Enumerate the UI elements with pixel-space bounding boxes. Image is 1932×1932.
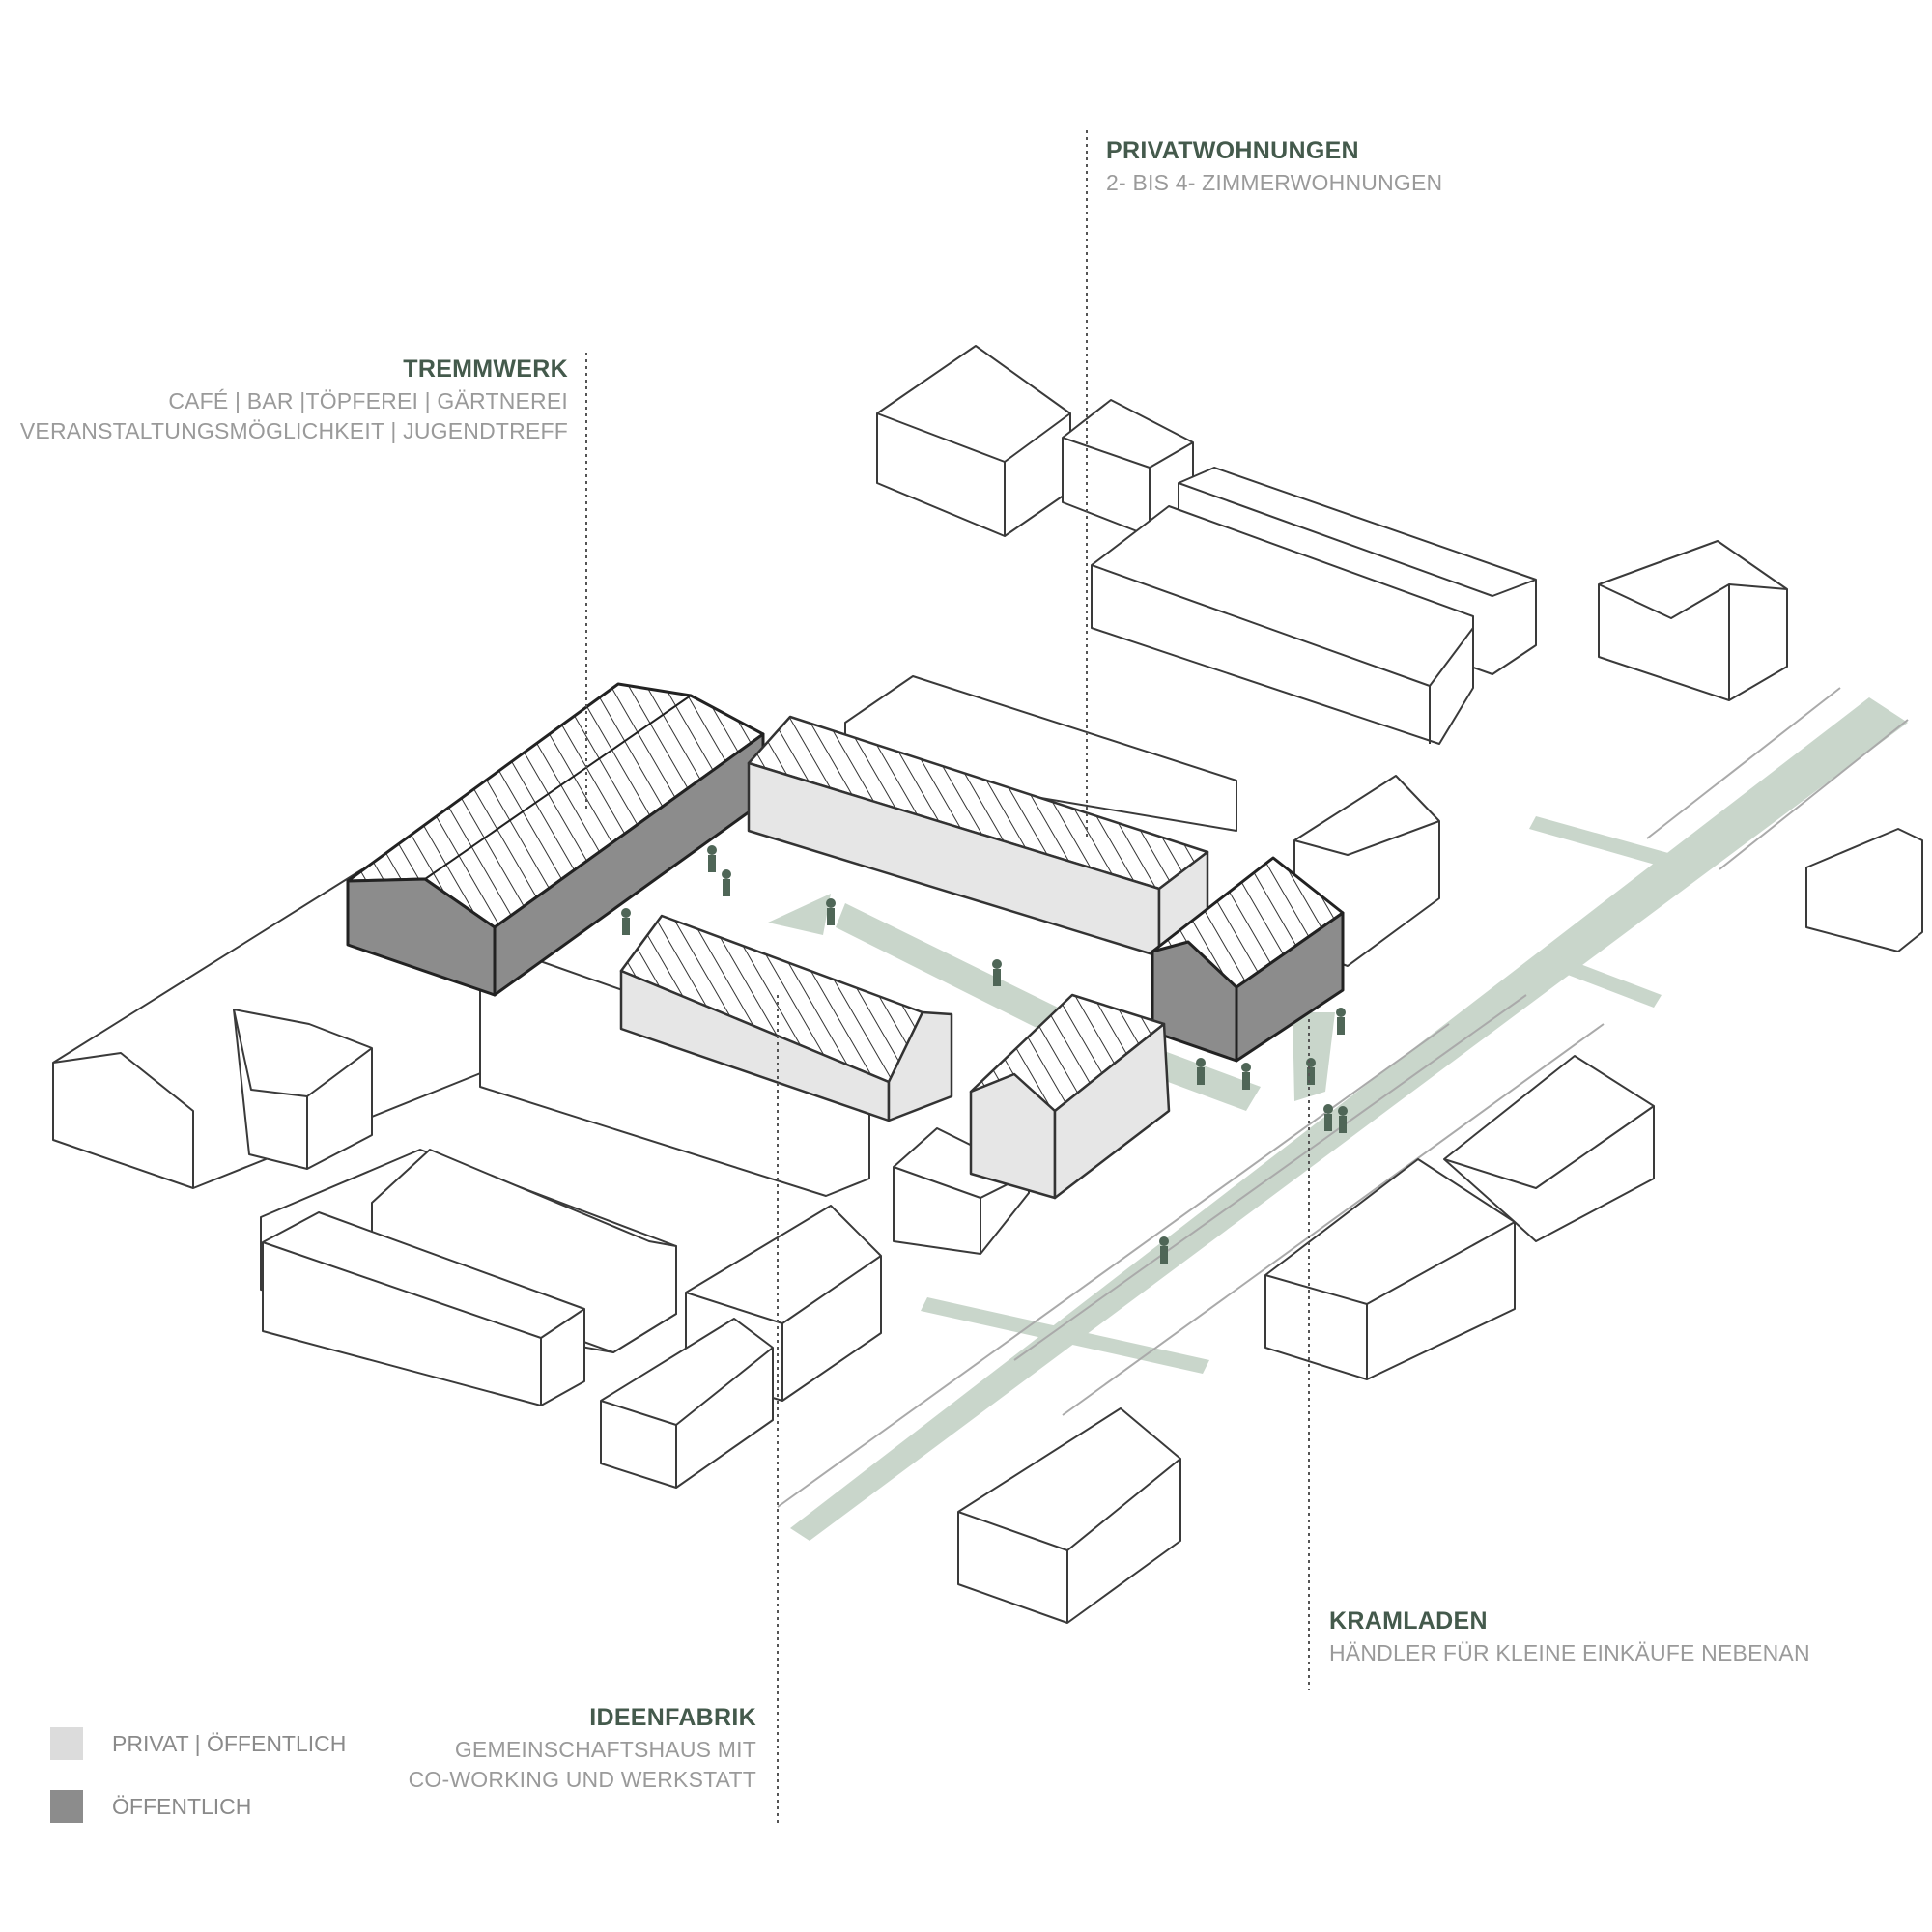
label-tremmwerk-line1: CAFÉ | BAR |TÖPFEREI | GÄRTNEREI: [168, 387, 568, 413]
side-path-lower: [921, 1297, 1209, 1374]
label-tremmwerk-line2: VERANSTALTUNGSMÖGLICHKEIT | JUGENDTREFF: [19, 417, 568, 443]
label-tremmwerk-title: TREMMWERK: [403, 355, 568, 383]
label-ideenfabrik-title: IDEENFABRIK: [589, 1704, 756, 1731]
street-edges: [777, 687, 1909, 1508]
legend-label-private-public: PRIVAT | ÖFFENTLICH: [112, 1730, 347, 1756]
label-ideenfabrik-line1: GEMEINSCHAFTSHAUS MIT: [454, 1736, 756, 1762]
side-path-upper: [1529, 816, 1686, 871]
building-privatwohnungen: [747, 715, 1209, 958]
label-kramladen: KRAMLADEN HÄNDLER FÜR KLEINE EINKÄUFE NE…: [1329, 1605, 1810, 1668]
path-right-branch: [1552, 956, 1662, 1008]
building-small-light: [969, 993, 1171, 1200]
label-kramladen-line1: HÄNDLER FÜR KLEINE EINKÄUFE NEBENAN: [1329, 1639, 1810, 1665]
label-ideenfabrik-line2: CO-WORKING UND WERKSTATT: [408, 1766, 756, 1792]
label-privatwohnungen-title: PRIVATWOHNUNGEN: [1106, 137, 1359, 164]
building-kramladen: [1151, 856, 1345, 1063]
label-tremmwerk: TREMMWERK CAFÉ | BAR |TÖPFEREI | GÄRTNER…: [20, 354, 568, 446]
legend-swatch-light: [50, 1727, 83, 1760]
label-privatwohnungen-line1: 2- BIS 4- ZIMMERWOHNUNGEN: [1106, 169, 1443, 195]
people-figures: [621, 845, 1348, 1264]
legend-item-private-public: PRIVAT | ÖFFENTLICH: [50, 1727, 346, 1760]
legend-item-public: ÖFFENTLICH: [50, 1790, 251, 1823]
leader-lines: [585, 130, 1310, 1826]
path-short-stub: [1293, 1012, 1335, 1101]
label-ideenfabrik: IDEENFABRIK GEMEINSCHAFTSHAUS MIT CO-WOR…: [409, 1702, 756, 1795]
building-ideenfabrik: [619, 914, 953, 1122]
label-privatwohnungen: PRIVATWOHNUNGEN 2- BIS 4- ZIMMERWOHNUNGE…: [1106, 135, 1442, 198]
building-tremmwerk: [346, 682, 765, 997]
context-buildings: [52, 345, 1923, 1624]
legend-label-public: ÖFFENTLICH: [112, 1793, 252, 1819]
label-kramladen-title: KRAMLADEN: [1329, 1607, 1488, 1634]
arrow-head-west: [768, 894, 831, 935]
legend-swatch-dark: [50, 1790, 83, 1823]
